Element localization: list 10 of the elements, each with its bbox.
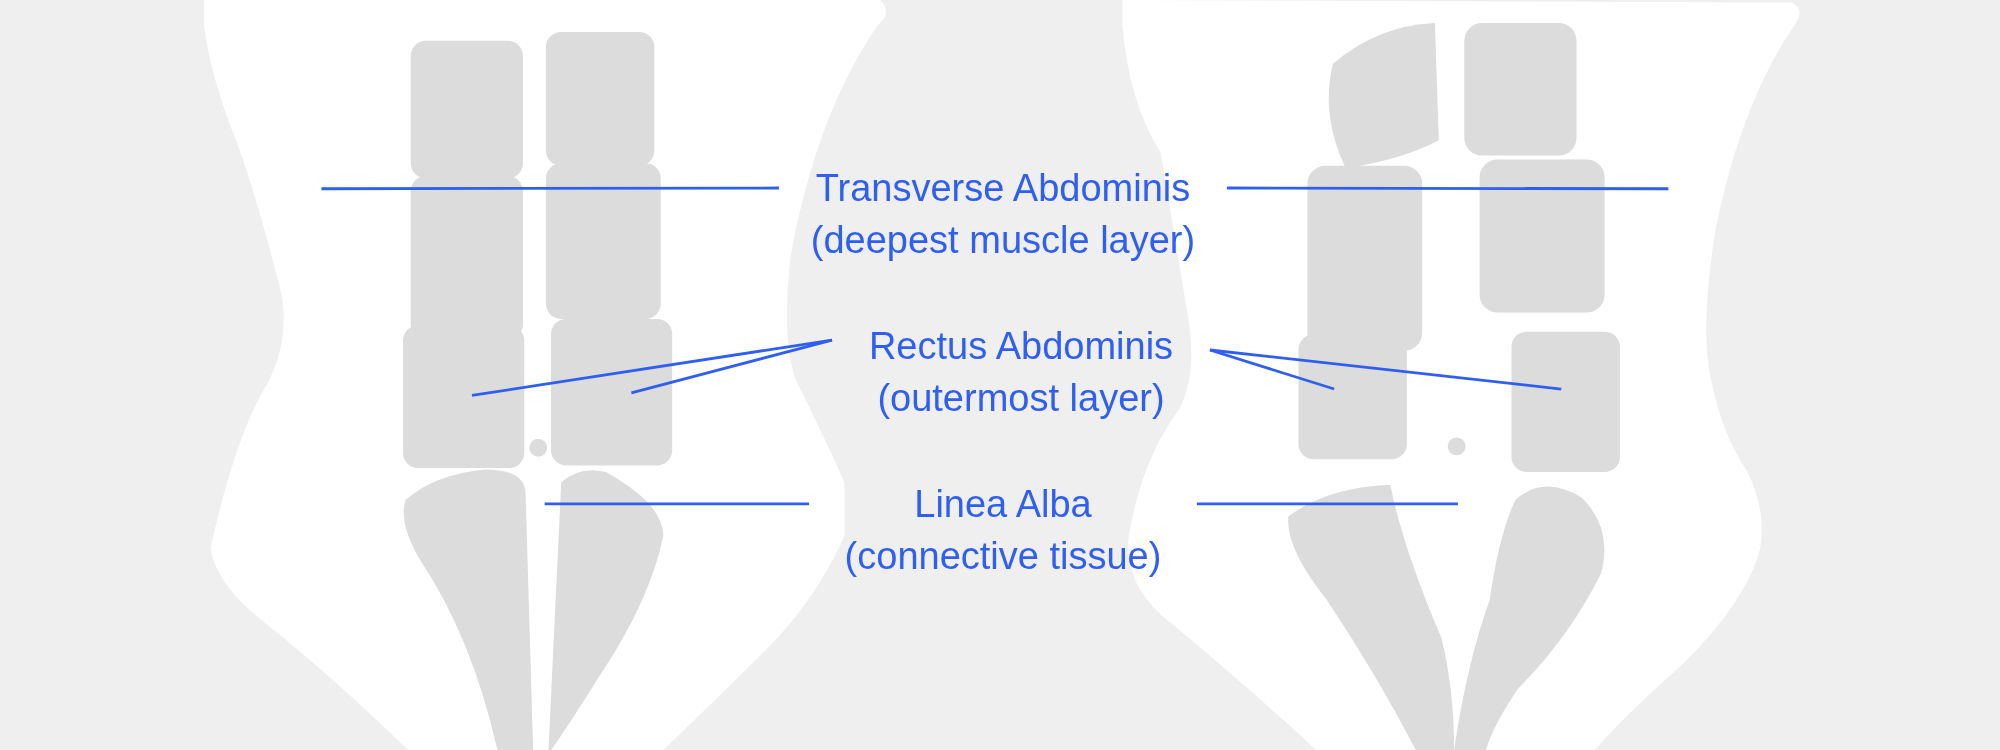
leader-line	[1209, 348, 1335, 391]
leader-line	[1209, 348, 1562, 391]
muscle-label: Linea Alba (connective tissue)	[809, 478, 1197, 582]
leader-line	[631, 338, 833, 395]
leader-line	[1196, 502, 1458, 506]
leader-line	[1227, 186, 1669, 191]
muscle-label: Rectus Abdominis (outermost layer)	[832, 320, 1210, 424]
leader-line	[321, 186, 779, 191]
leader-line	[544, 502, 810, 506]
muscle-label: Transverse Abdominis (deepest muscle layer)	[779, 162, 1227, 266]
